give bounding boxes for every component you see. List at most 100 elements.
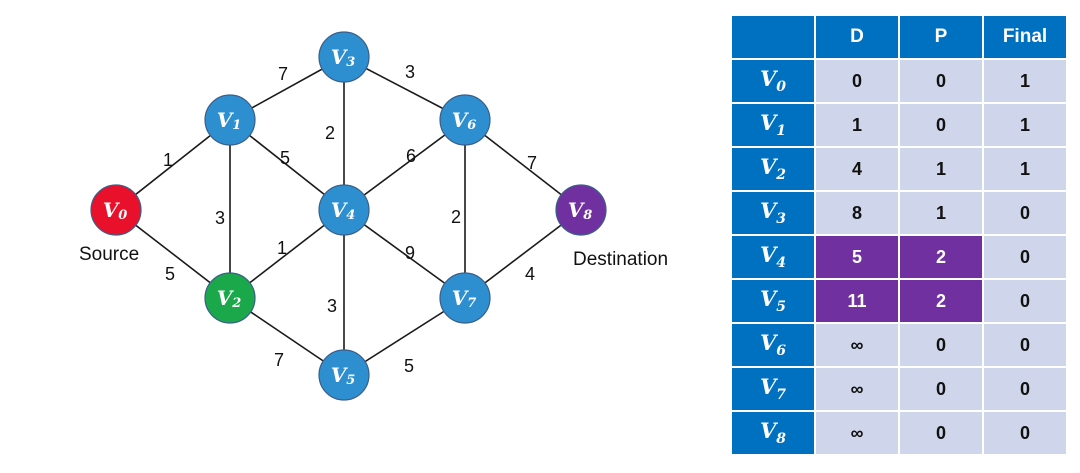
cell-p: 0 — [900, 368, 982, 410]
cell-p: 0 — [900, 412, 982, 454]
node-v3: V3 — [318, 31, 370, 83]
cell-final: 0 — [984, 192, 1066, 234]
row-header-v8: V8 — [732, 412, 814, 454]
row-header-v0: V0 — [732, 60, 814, 102]
cell-d: ∞ — [816, 368, 898, 410]
cell-d: ∞ — [816, 324, 898, 366]
node-v0: V0 — [90, 184, 142, 236]
node-v7: V7 — [439, 272, 491, 324]
row-header-v7: V7 — [732, 368, 814, 410]
edge-weight-label: 9 — [405, 243, 415, 263]
cell-p: 0 — [900, 104, 982, 146]
cell-d: ∞ — [816, 412, 898, 454]
node-circle — [439, 94, 491, 146]
node-label: V5 — [331, 363, 356, 388]
cell-p: 0 — [900, 324, 982, 366]
column-header-final: Final — [984, 16, 1066, 58]
edge-weight-label: 5 — [165, 264, 175, 284]
column-header-d: D — [816, 16, 898, 58]
row-header-v2: V2 — [732, 148, 814, 190]
node-circle — [90, 184, 142, 236]
table-header-row: D P Final — [732, 16, 1066, 58]
cell-final: 1 — [984, 148, 1066, 190]
node-circle — [204, 272, 256, 324]
cell-p: 0 — [900, 60, 982, 102]
edge-weight-label: 7 — [274, 350, 284, 370]
cell-p: 1 — [900, 192, 982, 234]
node-label: V0 — [103, 198, 128, 223]
edge-weight-label: 3 — [327, 296, 337, 316]
cell-d: 8 — [816, 192, 898, 234]
row-header-v4: V4 — [732, 236, 814, 278]
node-label: V6 — [452, 108, 477, 133]
cell-final: 0 — [984, 324, 1066, 366]
cell-final: 0 — [984, 368, 1066, 410]
node-circle — [204, 94, 256, 146]
node-circle — [318, 184, 370, 236]
node-label: V1 — [217, 108, 242, 133]
edge-weight-label: 5 — [404, 356, 414, 376]
node-v4: V4 — [318, 184, 370, 236]
table-corner-cell — [732, 16, 814, 58]
cell-d: 0 — [816, 60, 898, 102]
edge-weight-label: 1 — [277, 238, 287, 258]
node-label: V4 — [331, 198, 356, 223]
cell-final: 0 — [984, 280, 1066, 322]
row-header-v1: V1 — [732, 104, 814, 146]
edge-weight-label: 1 — [163, 150, 173, 170]
edge-weight-label: 7 — [527, 153, 537, 173]
edge-weight-label: 3 — [215, 208, 225, 228]
node-circle — [318, 31, 370, 83]
node-v5: V5 — [318, 349, 370, 401]
node-v2: V2 — [204, 272, 256, 324]
node-circle — [555, 184, 607, 236]
node-v6: V6 — [439, 94, 491, 146]
node-v1: V1 — [204, 94, 256, 146]
cell-p: 2 — [900, 280, 982, 322]
cell-d: 5 — [816, 236, 898, 278]
node-label: V3 — [331, 45, 356, 70]
row-header-v5: V5 — [732, 280, 814, 322]
edge-weight-label: 2 — [451, 207, 461, 227]
row-header-v6: V6 — [732, 324, 814, 366]
edge-weight-label: 2 — [325, 123, 335, 143]
node-circle — [439, 272, 491, 324]
source-label: Source — [79, 244, 139, 265]
node-label: V2 — [217, 286, 242, 311]
cell-final: 1 — [984, 104, 1066, 146]
edge-weight-label: 3 — [405, 62, 415, 82]
edge-weight-label: 7 — [278, 64, 288, 84]
column-header-p: P — [900, 16, 982, 58]
cell-d: 11 — [816, 280, 898, 322]
cell-p: 2 — [900, 236, 982, 278]
destination-label: Destination — [573, 249, 668, 270]
cell-d: 4 — [816, 148, 898, 190]
node-v8: V8 — [555, 184, 607, 236]
node-label: V8 — [568, 198, 593, 223]
cell-d: 1 — [816, 104, 898, 146]
cell-final: 0 — [984, 412, 1066, 454]
cell-final: 1 — [984, 60, 1066, 102]
node-label: V7 — [452, 286, 477, 311]
cell-final: 0 — [984, 236, 1066, 278]
cell-p: 1 — [900, 148, 982, 190]
edge-weight-label: 4 — [525, 264, 535, 284]
node-circle — [318, 349, 370, 401]
edge-weight-label: 6 — [406, 146, 416, 166]
row-header-v3: V3 — [732, 192, 814, 234]
edge-weight-label: 5 — [280, 148, 290, 168]
